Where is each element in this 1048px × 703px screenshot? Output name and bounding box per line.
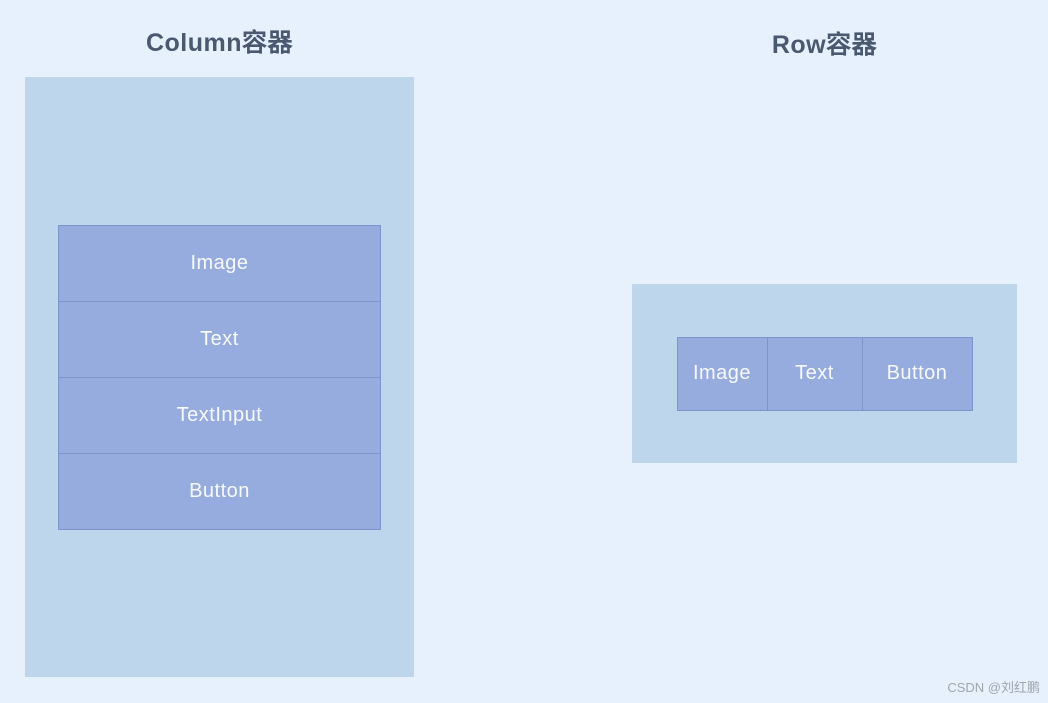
row-container: Image Text Button	[632, 284, 1017, 463]
column-cell-text: Text	[59, 301, 380, 378]
csdn-watermark: CSDN @刘红鹏	[947, 680, 1040, 695]
row-cell-image: Image	[677, 337, 768, 410]
column-cell-image: Image	[59, 225, 380, 302]
row-container-title: Row容器	[771, 31, 878, 59]
column-cell-textinput: TextInput	[59, 377, 380, 454]
row-cell-text: Text	[767, 337, 863, 410]
column-container-title: Column容器	[145, 29, 294, 57]
row-stack: Image Text Button	[676, 336, 973, 411]
column-container: Image Text TextInput Button	[25, 77, 414, 677]
row-cell-button: Button	[862, 337, 972, 410]
column-cell-button: Button	[59, 453, 380, 529]
column-stack: Image Text TextInput Button	[58, 224, 381, 530]
